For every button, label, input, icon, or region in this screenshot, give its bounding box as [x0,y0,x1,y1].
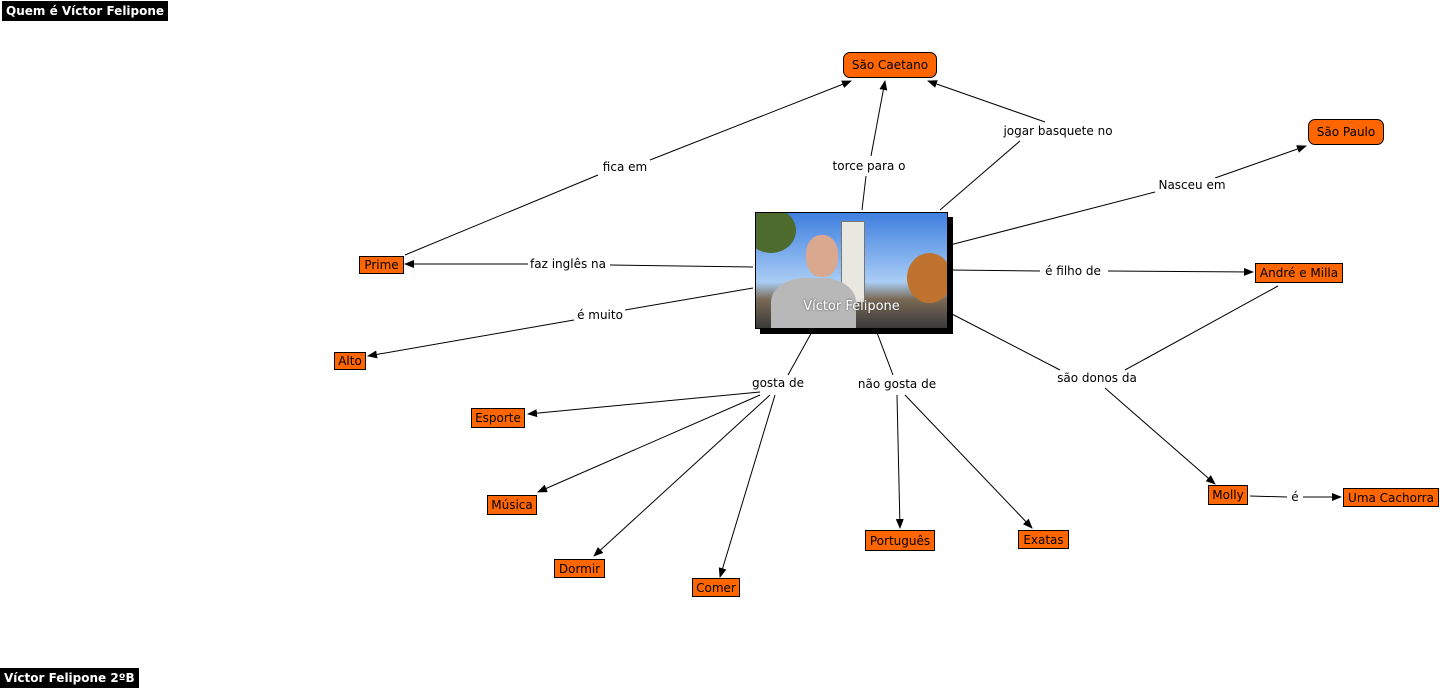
node-esporte[interactable]: Esporte [471,408,525,428]
node-molly[interactable]: Molly [1208,485,1248,505]
link-jogar-basquete-no[interactable]: jogar basquete no [1001,124,1115,138]
tower-shape [841,221,865,303]
link-e-muito[interactable]: é muito [575,308,625,322]
person-face-shape [806,235,838,277]
tree-shape [907,253,947,303]
photo-caption: Víctor Felipone [803,299,900,314]
link-sao-donos-da[interactable]: são donos da [1055,371,1139,385]
node-alto[interactable]: Alto [334,352,366,370]
node-andre-e-milla[interactable]: André e Milla [1255,263,1343,283]
node-prime[interactable]: Prime [359,256,404,274]
link-fica-em[interactable]: fica em [600,160,650,174]
center-photo-node[interactable]: Víctor Felipone [755,212,948,329]
node-comer[interactable]: Comer [692,578,740,597]
link-e[interactable]: é [1289,490,1301,504]
link-torce-para-o[interactable]: torce para o [830,159,908,173]
link-faz-ingles-na[interactable]: faz inglês na [528,257,608,271]
link-nasceu-em[interactable]: Nasceu em [1156,178,1228,192]
node-uma-cachorra[interactable]: Uma Cachorra [1343,488,1439,507]
node-sao-caetano[interactable]: São Caetano [843,52,937,78]
map-title: Quem é Víctor Felipone [2,1,169,21]
node-portugues[interactable]: Português [865,530,935,551]
node-sao-paulo[interactable]: São Paulo [1308,119,1384,145]
tree-shape [756,213,796,253]
node-musica[interactable]: Música [487,495,537,515]
link-nao-gosta-de[interactable]: não gosta de [855,377,939,391]
link-e-filho-de[interactable]: é filho de [1043,264,1103,278]
node-exatas[interactable]: Exatas [1018,530,1069,549]
node-dormir[interactable]: Dormir [554,559,605,578]
link-gosta-de[interactable]: gosta de [749,376,807,390]
person-body-shape [771,278,856,328]
author-footer: Víctor Felipone 2ºB [0,668,139,688]
